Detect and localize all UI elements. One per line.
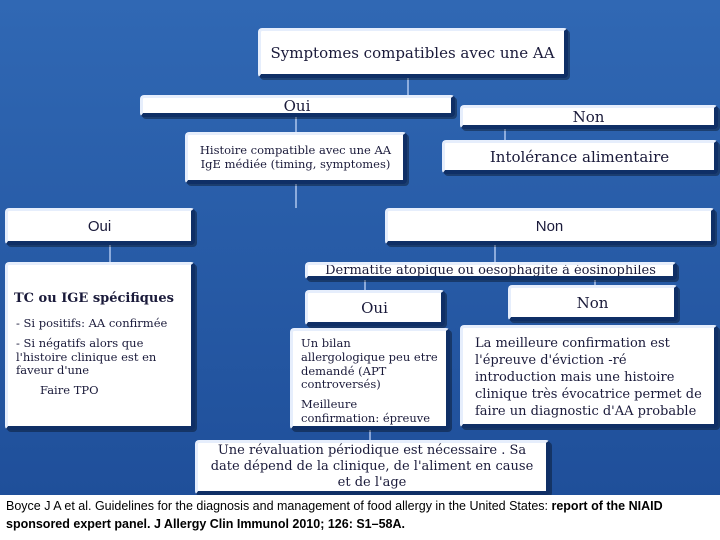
node-oui-3-label: Oui (361, 298, 388, 317)
node-oui-1: Oui (140, 95, 455, 117)
node-oui-1-label: Oui (283, 96, 311, 115)
node-meilleure-confirmation-label: La meilleure confirmation est l'épreuve … (475, 336, 702, 419)
citation-caption: Boyce J A et al. Guidelines for the diag… (0, 495, 720, 540)
node-tc-ige-positive: - Si positifs: AA confirmée (16, 316, 168, 330)
node-tc-ige-negative: - Si négatifs alors que l'histoire clini… (16, 335, 157, 378)
node-bilan-line-2: Meilleure confirmation: épreuve d'évicti… (301, 397, 431, 426)
node-histoire-label: Histoire compatible avec une AA IgE médi… (199, 142, 392, 171)
node-symptomes: Symptomes compatibles avec une AA (258, 28, 568, 78)
node-tc-ige-title: TC ou IGE spécifiques (14, 291, 174, 306)
node-dermatite: Dermatite atopique ou oesophagite à éosi… (305, 262, 677, 280)
node-symptomes-label: Symptomes compatibles avec une AA (270, 43, 555, 62)
node-non-1-label: Non (572, 107, 605, 126)
node-bilan: Un bilan allergologique peu etre demandé… (290, 328, 450, 430)
node-histoire: Histoire compatible avec une AA IgE médi… (185, 132, 407, 184)
node-non-3: Non (508, 285, 678, 321)
citation-part-2: report of the NIAID sponsored expert pan… (6, 499, 663, 531)
node-meilleure-confirmation: La meilleure confirmation est l'épreuve … (460, 325, 718, 428)
node-intolerance: Intolérance alimentaire (442, 140, 718, 174)
citation-part-1: Boyce J A et al. Guidelines for the diag… (6, 499, 552, 513)
node-intolerance-label: Intolérance alimentaire (489, 147, 670, 166)
node-tc-ige-tpo: Faire TPO (40, 383, 99, 398)
node-non-2: Non (385, 208, 715, 245)
node-reevaluation: Une révaluation périodique est nécessair… (195, 440, 550, 495)
node-bilan-line-1: Un bilan allergologique peu etre demandé… (301, 336, 438, 392)
node-dermatite-label: Dermatite atopique ou oesophagite à éosi… (325, 263, 656, 278)
node-non-2-label: Non (535, 217, 564, 235)
node-non-1: Non (460, 105, 718, 129)
node-non-3-label: Non (576, 293, 609, 312)
node-tc-ige: TC ou IGE spécifiques - Si positifs: AA … (5, 262, 195, 430)
node-oui-2-label: Oui (87, 217, 112, 235)
node-oui-3: Oui (305, 290, 445, 326)
node-reevaluation-label: Une révaluation périodique est nécessair… (210, 442, 534, 491)
node-oui-2: Oui (5, 208, 195, 245)
